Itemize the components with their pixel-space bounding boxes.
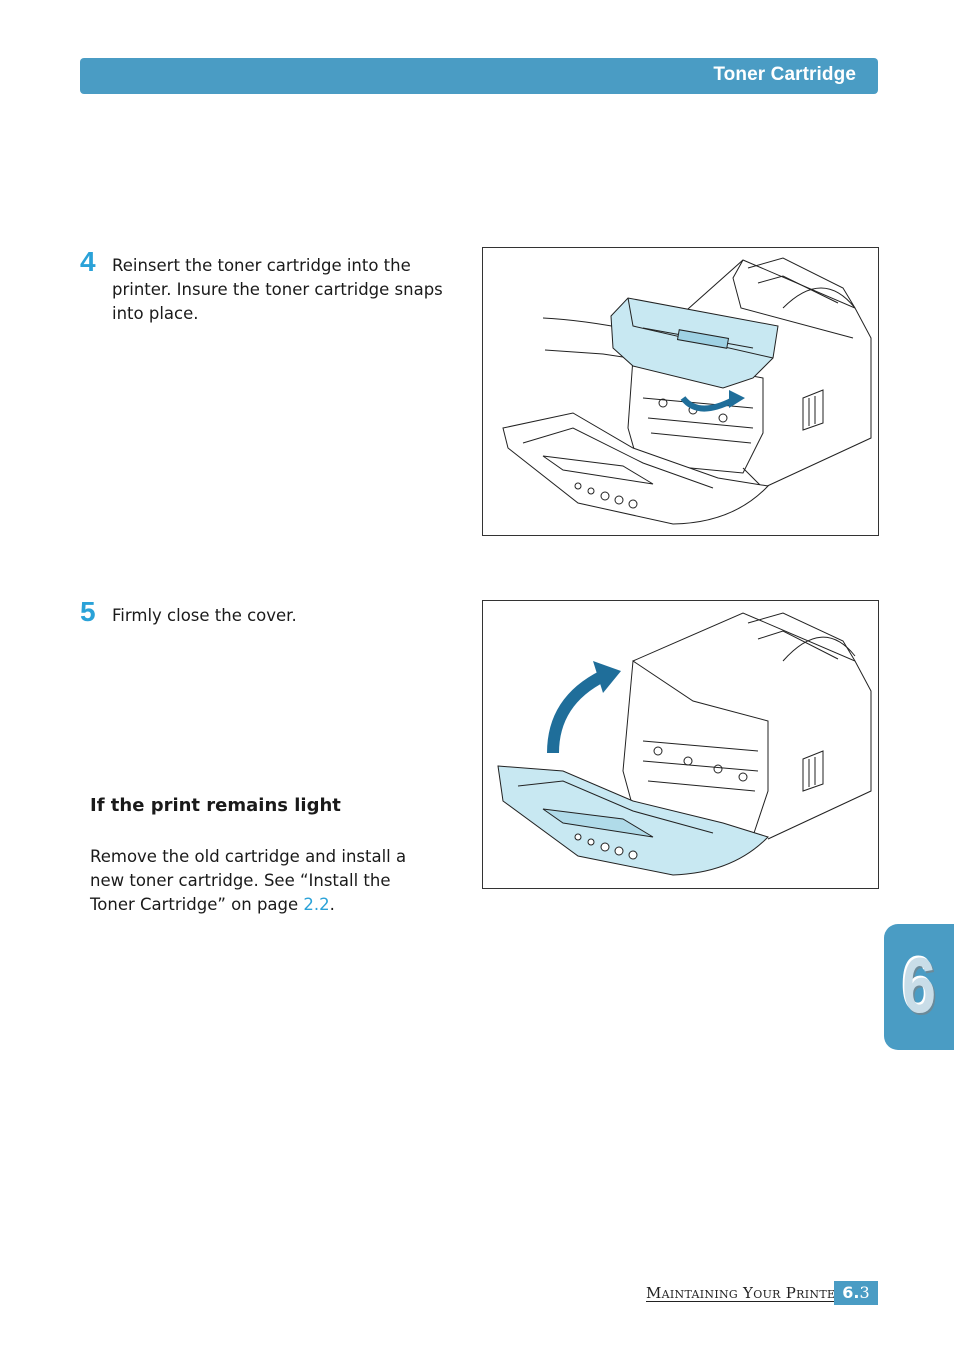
note-text: Remove the old cartridge and install a n… (90, 847, 407, 914)
step-5-text: Firmly close the cover. (112, 606, 297, 625)
page-chapter-part: 6. (842, 1283, 860, 1302)
chapter-number: 6 (902, 941, 936, 1029)
page-number-part: 3 (859, 1283, 870, 1302)
chapter-tab: 6 (884, 924, 954, 1050)
footer-section-label: Maintaining Your Printer (646, 1284, 844, 1302)
step-4-text: Reinsert the toner cartridge into the pr… (112, 256, 443, 323)
note-paragraph: Remove the old cartridge and install a n… (90, 845, 440, 917)
section-title: Toner Cartridge (713, 64, 856, 85)
note-heading: If the print remains light (90, 795, 341, 816)
step-number-4: 4 (80, 246, 96, 277)
printer-close-cover-illustration (482, 600, 879, 889)
page-number-badge: 6.3 (834, 1281, 878, 1305)
printer-cartridge-insert-illustration (482, 247, 879, 536)
section-header-bar: Toner Cartridge (80, 58, 878, 94)
note-text-end: . (329, 895, 335, 914)
step-number-5: 5 (80, 596, 96, 627)
page-link[interactable]: 2.2 (303, 895, 330, 914)
